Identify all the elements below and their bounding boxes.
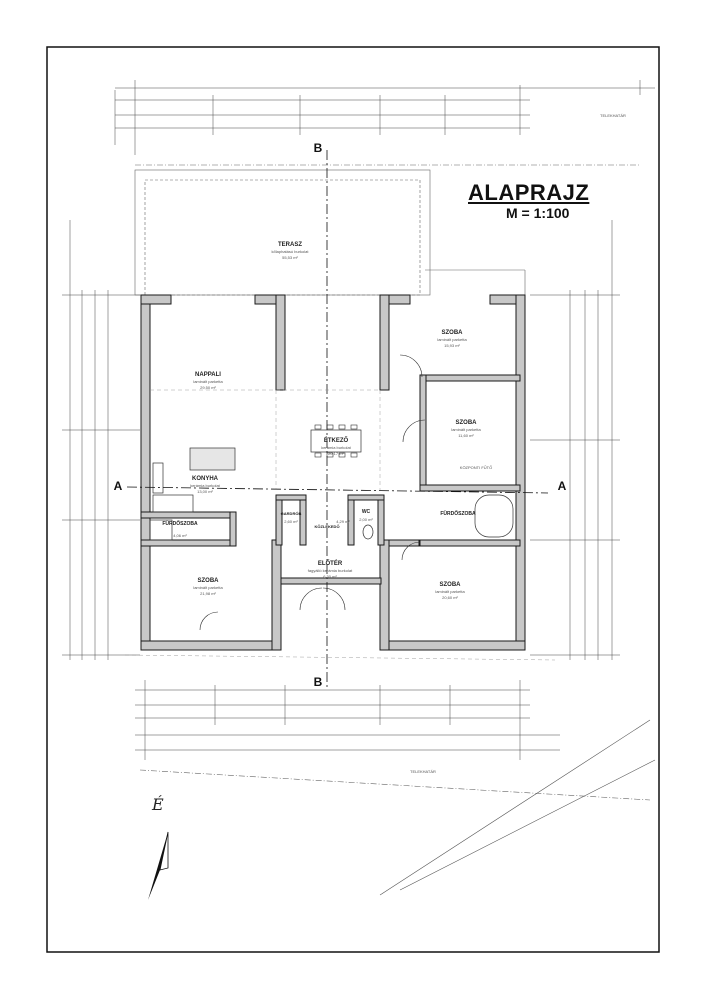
room-area: 29,50 m² [200, 385, 216, 390]
boundary-label-top: TELEKHATÁR [600, 113, 626, 118]
north-arrow [148, 831, 169, 900]
building-walls [140, 294, 526, 651]
room-area: 20,60 m² [442, 595, 458, 600]
room-area: 2,00 m² [359, 517, 373, 522]
room-area: 15,93 m² [444, 343, 460, 348]
room-name: SZOBA [197, 578, 219, 584]
room-area: 2,60 m² [284, 519, 298, 524]
room-name: SZOBA [439, 582, 461, 588]
room-floor: kerámia burkolat [190, 483, 220, 488]
plan-scale: M = 1:100 [506, 205, 570, 221]
dimension-lines-top [114, 80, 655, 155]
dimension-lines-right [530, 220, 620, 660]
room-name: KONYHA [191, 476, 219, 482]
room-floor: laminált parketta [435, 589, 465, 594]
room-area: 4,29 m² [336, 519, 350, 524]
room-name: ELŐTÉR [317, 561, 343, 567]
room-floor: laminált parketta [451, 427, 481, 432]
plan-title: ALAPRAJZ [468, 180, 590, 205]
room-area: 20,17 m² [328, 451, 344, 456]
property-boundary-bottom [139, 769, 651, 801]
room-name: WC [361, 509, 371, 515]
room-floor: laminált parketta [193, 585, 223, 590]
room-area: 4,06 m² [173, 533, 187, 538]
room-name: GARDRÓB [280, 511, 302, 516]
room-name: SZOBA [455, 420, 477, 426]
room-floor: laminált parketta [193, 379, 223, 384]
section-mark-b-bottom: B [313, 675, 323, 689]
property-boundary-diagonal [379, 719, 651, 896]
dimension-lines-left [62, 220, 140, 660]
section-mark-b-top: B [313, 141, 323, 155]
property-boundary-diagonal-2 [399, 759, 656, 891]
sheet-frame [46, 46, 660, 953]
fixtures [149, 429, 514, 541]
dimension-lines-bottom [135, 680, 560, 760]
guide-lines [124, 389, 556, 661]
room-floor: kőlaphatású burkolat [271, 249, 309, 254]
section-mark-a-left: A [113, 479, 123, 493]
room-name: KÖZPONTI FŰTŐ [459, 465, 493, 470]
room-name: FÜRDŐSZOBA [440, 511, 476, 517]
room-floor: fagyálló kerámia burkolat [307, 568, 353, 573]
room-area: 21,98 m² [200, 591, 216, 596]
room-area: 55,53 m² [282, 255, 298, 260]
room-floor: laminált parketta [437, 337, 467, 342]
room-name: KÖZLEKEDŐ [314, 524, 340, 529]
room-floor: kerámia burkolat [321, 445, 351, 450]
boundary-label-bottom: TELEKHATÁR [410, 769, 436, 774]
room-area: 11,60 m² [458, 433, 474, 438]
section-lines [126, 150, 549, 690]
room-area: 6,30 m² [323, 574, 337, 579]
room-name: SZOBA [441, 330, 463, 336]
room-area: 13,00 m² [197, 489, 213, 494]
room-name: FÜRDŐSZOBA [162, 521, 198, 527]
door-swings [199, 354, 426, 631]
section-mark-a-right: A [557, 479, 567, 493]
room-name: NAPPALI [195, 372, 221, 378]
terrace-outline [134, 169, 526, 296]
room-name: ÉTKEZŐ [323, 438, 349, 444]
north-label: É [152, 795, 164, 814]
dining-chairs [314, 424, 358, 458]
room-name: TERASZ [278, 242, 302, 248]
